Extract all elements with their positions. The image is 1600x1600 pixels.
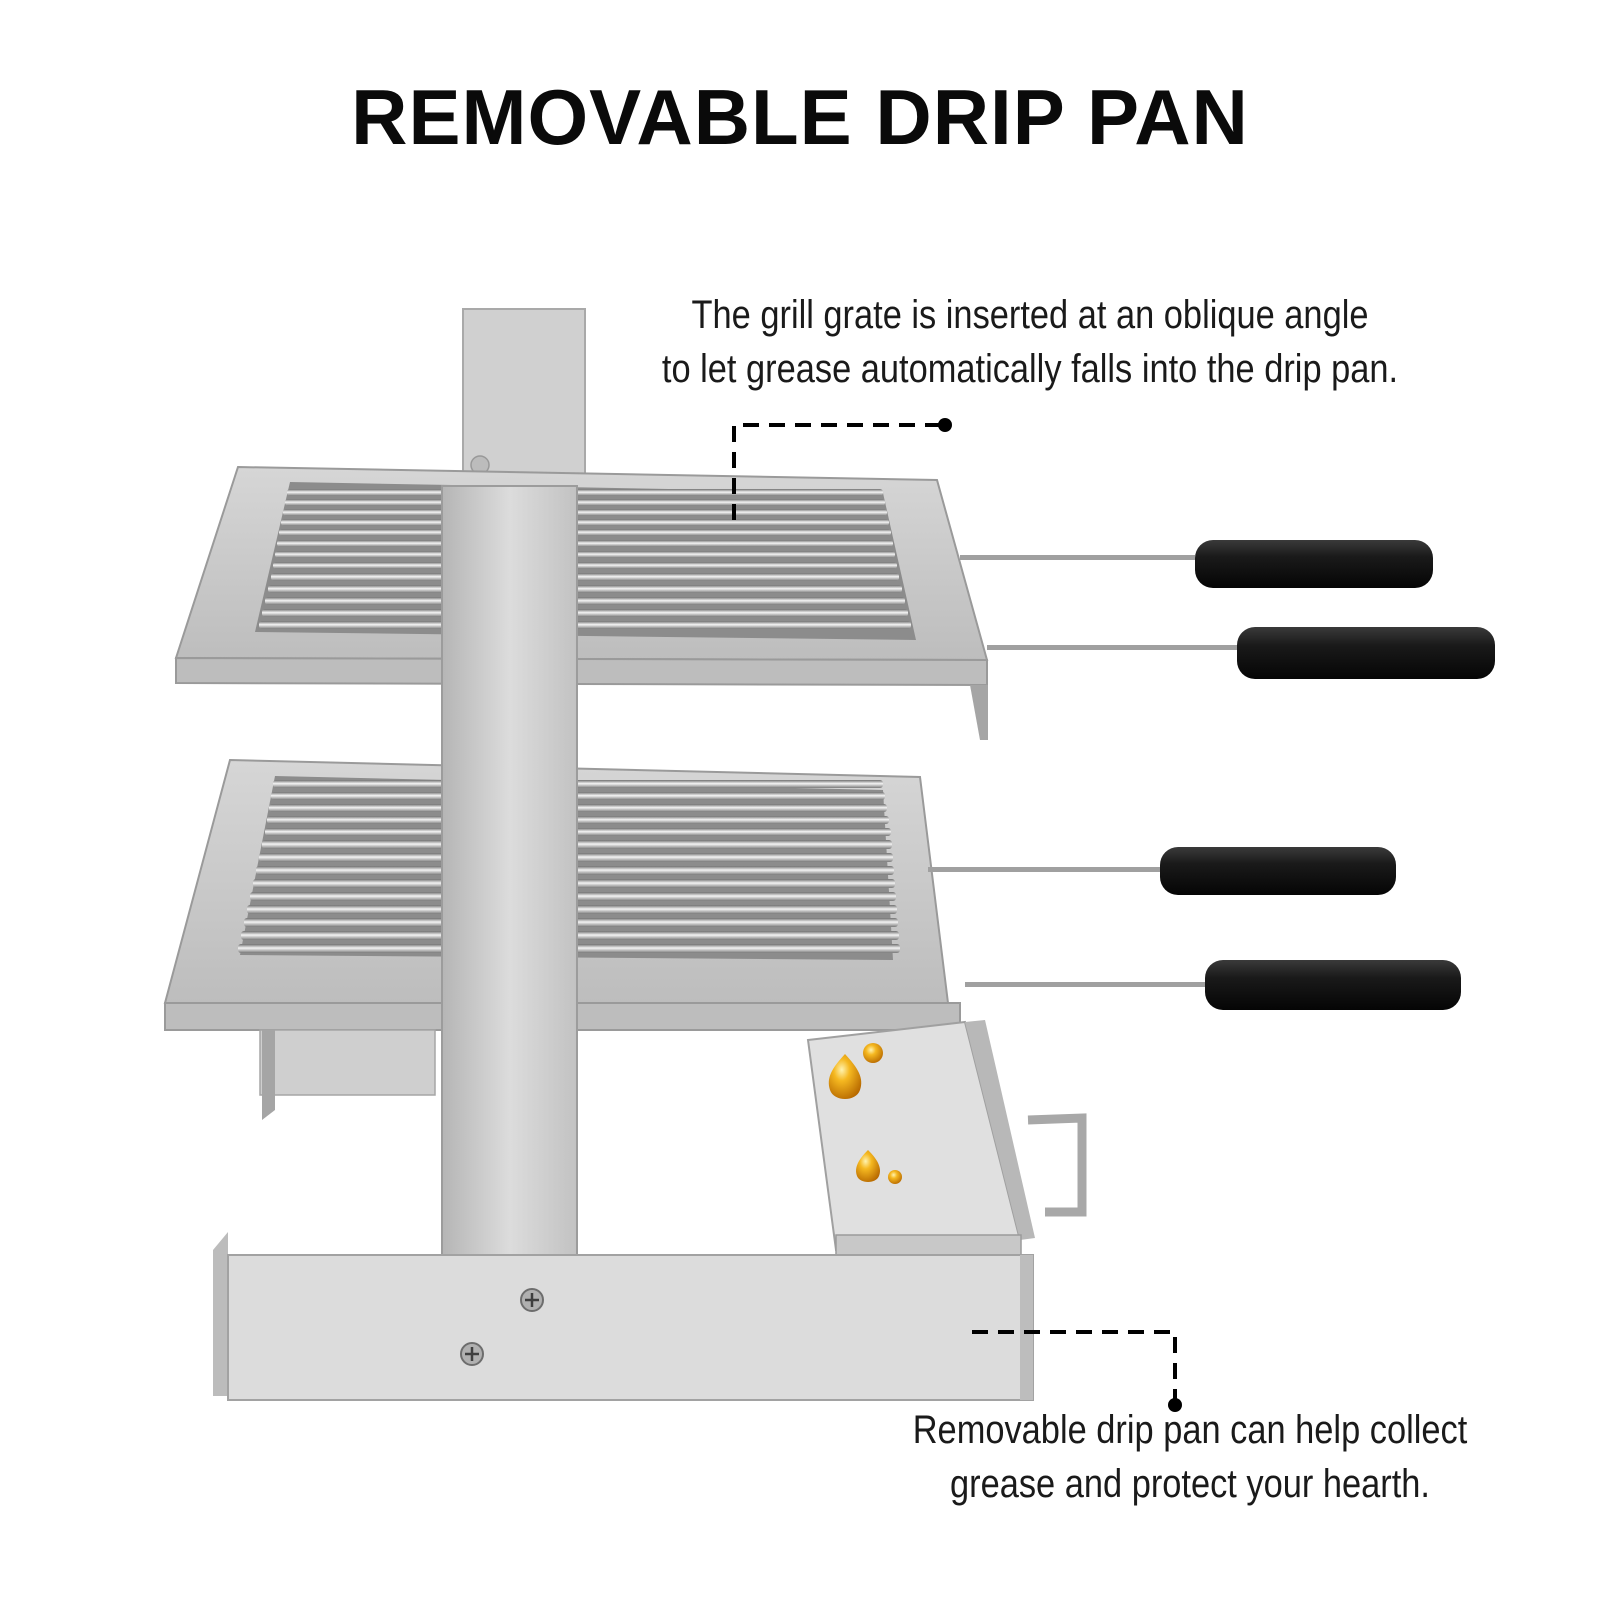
grate-callout-line-2: to let grease automatically falls into t…	[661, 347, 1399, 391]
back-plate	[462, 308, 586, 480]
grate-callout: The grill grate is inserted at an obliqu…	[626, 288, 1434, 396]
page-title: REMOVABLE DRIP PAN	[351, 73, 1249, 161]
drip-pan-handle[interactable]	[1027, 1113, 1087, 1217]
handle-4[interactable]	[1205, 960, 1461, 1010]
drip-pan-callout: Removable drip pan can help collect grea…	[880, 1403, 1499, 1511]
drip-pan-callout-line-1: Removable drip pan can help collect	[912, 1408, 1468, 1452]
lower-grate-handles	[928, 847, 1461, 1010]
upper-grill-grate	[174, 465, 989, 740]
upper-grate-rods	[259, 489, 911, 629]
drip-pan-callout-line-2: grease and protect your hearth.	[950, 1462, 1430, 1506]
grate-callout-leader	[732, 418, 952, 520]
base-tray	[213, 1232, 1034, 1401]
handle-3[interactable]	[1160, 847, 1396, 895]
center-post	[441, 485, 578, 1267]
grate-callout-dot	[938, 418, 952, 432]
screw-2	[460, 1342, 484, 1366]
handle-2[interactable]	[1237, 627, 1495, 679]
handle-1[interactable]	[1195, 540, 1433, 588]
upper-grate-handles	[960, 540, 1495, 679]
drip-pan-callout-dot	[1168, 1398, 1182, 1412]
screw-1	[520, 1288, 544, 1312]
drip-pan-callout-leader	[972, 1330, 1182, 1412]
grate-callout-line-1: The grill grate is inserted at an obliqu…	[691, 293, 1369, 337]
grease-droplets	[828, 1043, 902, 1184]
drip-pan[interactable]	[806, 1020, 1087, 1256]
